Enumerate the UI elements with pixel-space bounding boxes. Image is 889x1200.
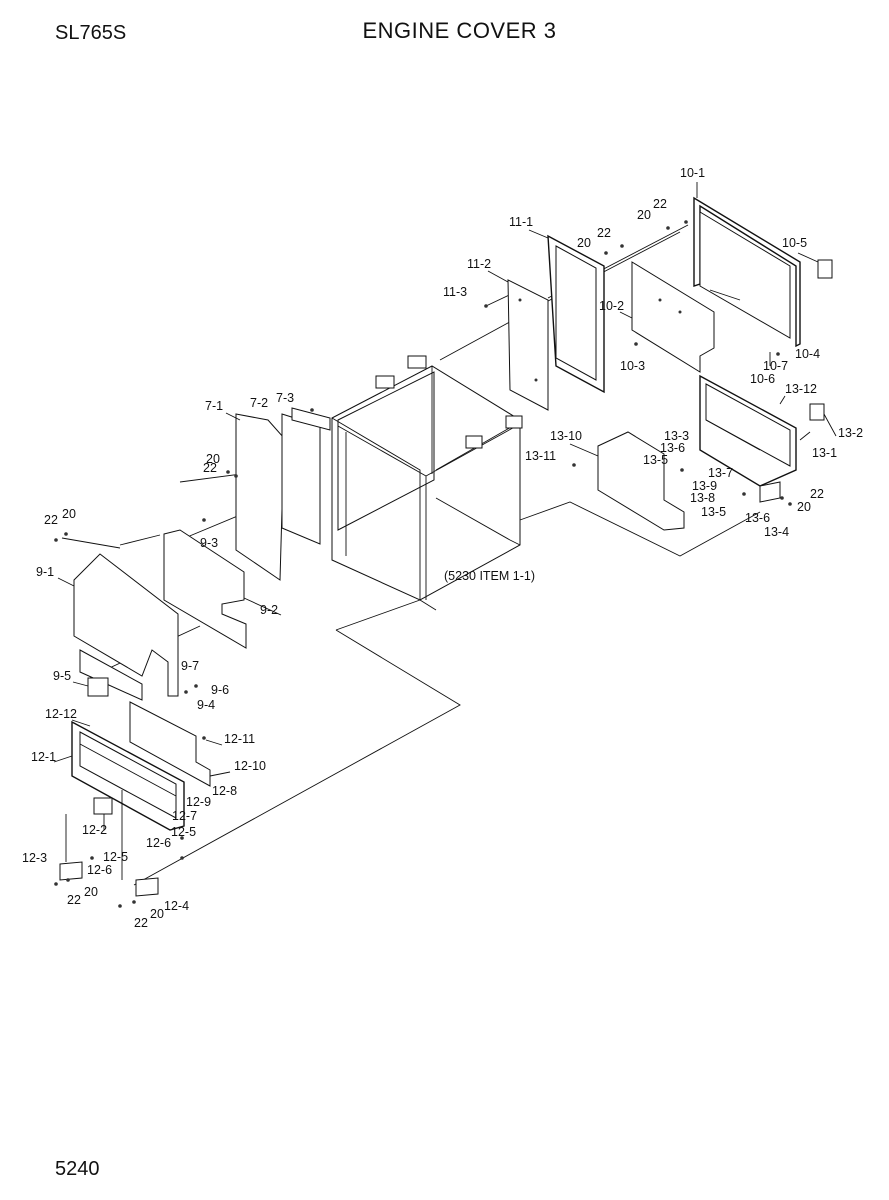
callout-c-9-6: 9-6: [211, 683, 229, 697]
part-9-1-panel: [73, 553, 179, 701]
page-number: 5240: [55, 1158, 100, 1180]
callout-c-20-e: 20: [62, 507, 76, 521]
callout-c-13-5-a: 13-5: [643, 453, 668, 467]
callout-c-7-2: 7-2: [250, 396, 268, 410]
part-12-3-hinge: [59, 861, 83, 881]
callout-c-20-d: 20: [797, 500, 811, 514]
callout-c-9-5: 9-5: [53, 669, 71, 683]
part-13-1-frame: [699, 374, 825, 487]
callout-c-20-c: 20: [206, 452, 220, 466]
part-9-2-panel: [163, 529, 247, 649]
callout-c-13-1: 13-1: [812, 446, 837, 460]
callout-c-11-1: 11-1: [509, 215, 533, 229]
callout-c-12-2: 12-2: [82, 823, 107, 837]
callout-c-10-1: 10-1: [680, 166, 705, 180]
callout-c-7-1: 7-1: [205, 399, 223, 413]
part-12-10-panel: [129, 701, 211, 787]
callout-c-10-6: 10-6: [750, 372, 775, 386]
callout-c-12-5-a: 12-5: [171, 825, 196, 839]
part-12-4-hinge: [135, 877, 159, 897]
callout-c-22-d: 22: [810, 487, 824, 501]
callout-c-12-6-b: 12-6: [87, 863, 112, 877]
callout-c-13-2: 13-2: [838, 426, 863, 440]
callout-c-13-4: 13-4: [764, 525, 789, 539]
callout-c-13-6-a: 13-6: [660, 441, 685, 455]
callout-c-10-2: 10-2: [599, 299, 624, 313]
leader-lines: [53, 182, 837, 880]
part-11-1-frame: [547, 234, 605, 394]
callout-c-22-a: 22: [653, 197, 667, 211]
callout-c-13-5-b: 13-5: [701, 505, 726, 519]
callout-c-20-b: 20: [577, 236, 591, 250]
callout-c-13-8: 13-8: [690, 491, 715, 505]
callout-c-10-4: 10-4: [795, 347, 820, 361]
part-9-5-latch: [87, 677, 109, 697]
callout-c-12-8: 12-8: [212, 784, 237, 798]
callout-c-9-7: 9-7: [181, 659, 199, 673]
callout-c-12-6-a: 12-6: [146, 836, 171, 850]
callout-c-20-g: 20: [150, 907, 164, 921]
callout-c-13-6-b: 13-6: [745, 511, 770, 525]
callout-c-9-3: 9-3: [200, 536, 218, 550]
callout-c-13-7: 13-7: [708, 466, 733, 480]
reference-note: (5230 ITEM 1-1): [444, 569, 535, 583]
part-10-2-panel: [631, 261, 715, 373]
callout-c-12-4: 12-4: [164, 899, 189, 913]
engine-frame: [331, 355, 523, 611]
callout-c-22-g: 22: [134, 916, 148, 930]
fasteners: [54, 220, 792, 908]
callout-c-10-3: 10-3: [620, 359, 645, 373]
callout-c-12-7: 12-7: [172, 809, 197, 823]
callout-c-11-2: 11-2: [467, 257, 491, 271]
callout-c-20-f: 20: [84, 885, 98, 899]
callout-c-13-9: 13-9: [692, 479, 717, 493]
callout-c-10-5: 10-5: [782, 236, 807, 250]
callout-c-12-5-b: 12-5: [103, 850, 128, 864]
callout-c-12-3: 12-3: [22, 851, 47, 865]
callout-c-20-a: 20: [637, 208, 651, 222]
callout-c-12-9: 12-9: [186, 795, 211, 809]
part-11-2-panel: [507, 279, 549, 411]
callout-c-9-1: 9-1: [36, 565, 54, 579]
callout-c-13-10: 13-10: [550, 429, 582, 443]
part-12-1-frame: [71, 720, 185, 831]
callout-c-22-b: 22: [597, 226, 611, 240]
callout-c-12-12: 12-12: [45, 707, 77, 721]
callout-c-12-1: 12-1: [31, 750, 56, 764]
part-10-1-cover-frame: [693, 196, 833, 348]
callout-c-12-10: 12-10: [234, 759, 266, 773]
part-7-1-panel: [235, 407, 331, 581]
callout-c-13-3: 13-3: [664, 429, 689, 443]
callout-c-11-3: 11-3: [443, 285, 467, 299]
callout-c-9-2: 9-2: [260, 603, 278, 617]
callout-c-22-f: 22: [67, 893, 81, 907]
callout-c-12-11: 12-11: [224, 732, 255, 746]
callout-c-22-c: 22: [203, 461, 217, 475]
part-13-4-hinge: [759, 481, 781, 503]
callout-c-10-7: 10-7: [763, 359, 788, 373]
model-code: SL765S: [55, 22, 127, 44]
page-title: ENGINE COVER 3: [362, 18, 557, 43]
callout-c-7-3: 7-3: [276, 391, 294, 405]
callout-c-22-e: 22: [44, 513, 58, 527]
part-13-10-panel: [597, 431, 685, 531]
callout-c-13-12: 13-12: [785, 382, 817, 396]
callout-c-13-11: 13-11: [525, 449, 556, 463]
callout-c-9-4: 9-4: [197, 698, 215, 712]
part-12-2-latch: [93, 797, 113, 815]
